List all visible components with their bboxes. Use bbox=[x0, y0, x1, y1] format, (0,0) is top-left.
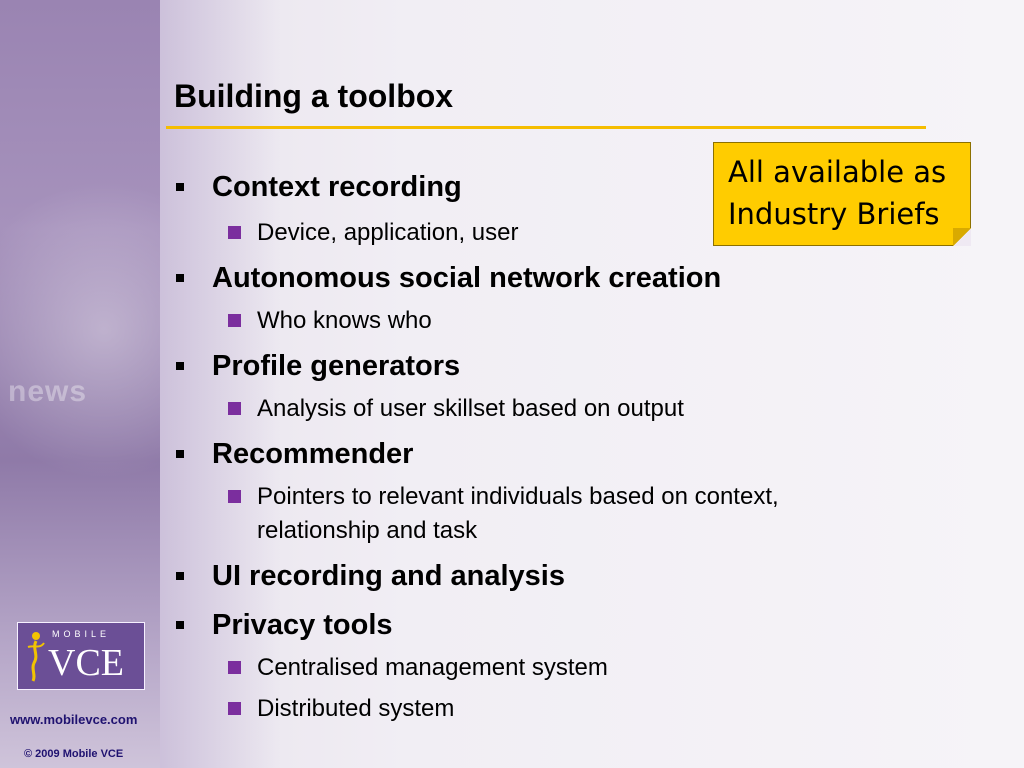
bullet-text: Profile generators bbox=[212, 350, 461, 382]
bullet-text: Recommender bbox=[212, 438, 414, 470]
sidebar-background-word: news bbox=[8, 375, 88, 408]
sub-bullet-item: Who knows who bbox=[174, 304, 894, 338]
bullet-item: Privacy tools bbox=[174, 608, 894, 642]
sub-bullet-item: Distributed system bbox=[174, 692, 894, 726]
folded-corner-icon bbox=[953, 228, 971, 246]
industry-briefs-callout: All available as Industry Briefs bbox=[713, 142, 971, 246]
sub-bullet-text: Analysis of user skillset based on outpu… bbox=[257, 395, 684, 422]
mobile-vce-logo: MOBILE VCE bbox=[17, 622, 145, 690]
website-link[interactable]: www.mobilevce.com bbox=[10, 712, 138, 727]
sub-bullet-text: Pointers to relevant individuals based o… bbox=[257, 483, 779, 510]
square-sub-bullet-icon bbox=[228, 314, 241, 327]
golfer-figure-icon bbox=[27, 632, 45, 682]
slide-title: Building a toolbox bbox=[174, 78, 454, 114]
square-bullet-icon bbox=[176, 621, 184, 629]
sub-bullet-text: Who knows who bbox=[257, 307, 432, 334]
sub-bullet-item: Pointers to relevant individuals based o… bbox=[174, 480, 894, 514]
bullet-text: Autonomous social network creation bbox=[212, 262, 722, 294]
bullet-item: UI recording and analysis bbox=[174, 559, 894, 593]
bullet-text: Context recording bbox=[212, 171, 462, 203]
bullet-text: UI recording and analysis bbox=[212, 560, 565, 592]
sub-bullet-text: Distributed system bbox=[257, 695, 455, 722]
square-bullet-icon bbox=[176, 572, 184, 580]
square-sub-bullet-icon bbox=[228, 402, 241, 415]
square-bullet-icon bbox=[176, 183, 184, 191]
bullet-item: Autonomous social network creation bbox=[174, 261, 894, 295]
square-bullet-icon bbox=[176, 274, 184, 282]
copyright-notice: © 2009 Mobile VCE bbox=[24, 748, 124, 760]
logo-main-text: VCE bbox=[48, 642, 124, 684]
square-bullet-icon bbox=[176, 450, 184, 458]
title-underline bbox=[166, 126, 926, 129]
square-bullet-icon bbox=[176, 362, 184, 370]
bullet-list: Context recording Device, application, u… bbox=[174, 170, 894, 726]
bullet-text: Privacy tools bbox=[212, 609, 393, 641]
sub-bullet-item: Device, application, user bbox=[174, 216, 894, 250]
bullet-item: Recommender bbox=[174, 437, 894, 471]
sub-bullet-text: relationship and task bbox=[257, 517, 478, 544]
callout-line-1: All available as bbox=[728, 155, 947, 189]
sub-bullet-text: Centralised management system bbox=[257, 654, 608, 681]
logo-top-text: MOBILE bbox=[52, 629, 111, 639]
sub-bullet-item: Analysis of user skillset based on outpu… bbox=[174, 392, 894, 426]
sub-bullet-continuation: relationship and task bbox=[174, 514, 894, 548]
square-sub-bullet-icon bbox=[228, 490, 241, 503]
sub-bullet-text: Device, application, user bbox=[257, 219, 519, 246]
callout-line-2: Industry Briefs bbox=[728, 197, 940, 231]
square-sub-bullet-icon bbox=[228, 226, 241, 239]
sub-bullet-item: Centralised management system bbox=[174, 651, 894, 685]
square-sub-bullet-icon bbox=[228, 661, 241, 674]
bullet-item: Profile generators bbox=[174, 349, 894, 383]
sidebar-glow bbox=[0, 180, 160, 480]
bullet-item: Context recording bbox=[174, 170, 894, 204]
square-sub-bullet-icon bbox=[228, 702, 241, 715]
